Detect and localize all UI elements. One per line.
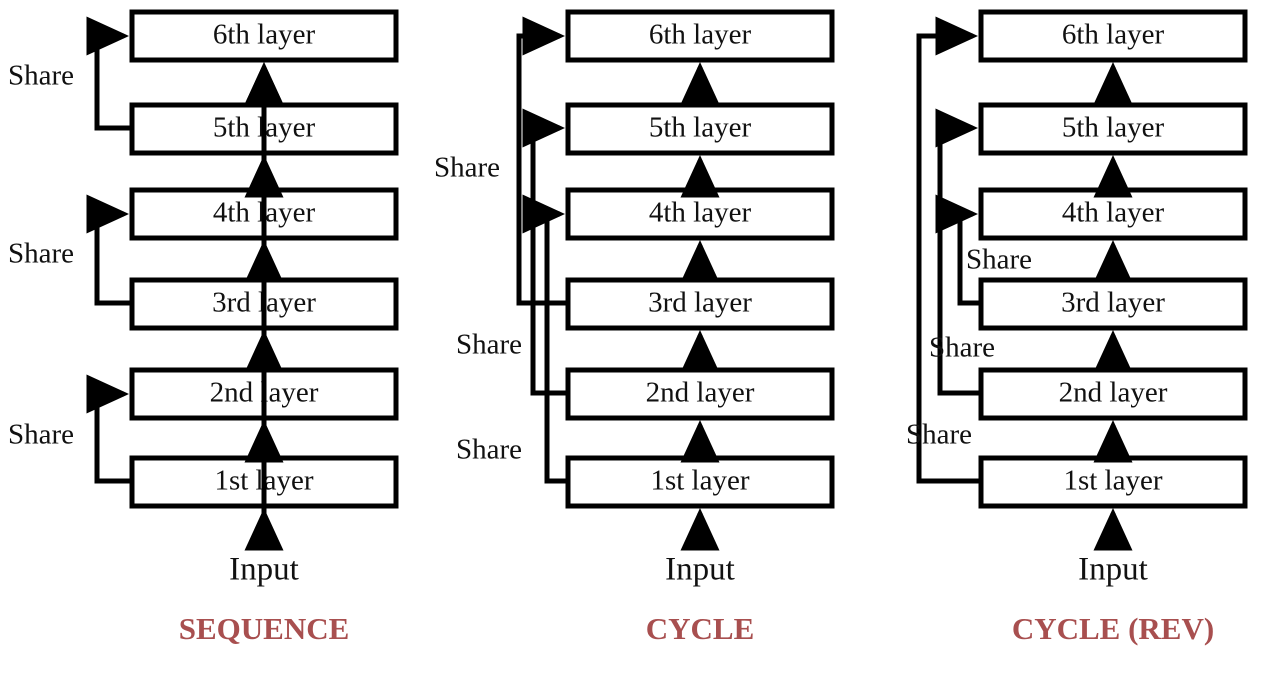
box-2nd-layer[interactable]: 2nd layer [565, 367, 835, 421]
box-label: 4th layer [1062, 197, 1165, 229]
share-connector-1st-to-2nd [86, 374, 132, 484]
sequence-share-connectors [86, 16, 132, 484]
box-label: 1st layer [650, 465, 749, 497]
share-label: Share [456, 434, 522, 466]
box-label: 6th layer [1062, 19, 1165, 51]
input-label: Input [229, 552, 299, 588]
box-label: 1st layer [1063, 465, 1162, 497]
share-connector-1st-to-4th [522, 194, 568, 484]
share-connector-5th-to-6th [86, 16, 132, 131]
box-5th-layer[interactable]: 5th layer [565, 102, 835, 156]
box-4th-layer[interactable]: 4th layer [565, 187, 835, 241]
box-3rd-layer[interactable]: 3rd layer [978, 277, 1248, 331]
share-connector-1st-to-6th [916, 16, 981, 484]
share-label: Share [906, 419, 972, 451]
share-connector-2nd-to-5th [935, 108, 981, 396]
share-connector-3rd-to-6th [516, 16, 568, 306]
box-label: 5th layer [1062, 112, 1165, 144]
box-label: 6th layer [213, 19, 316, 51]
box-1st-layer[interactable]: 1st layer [978, 455, 1248, 509]
box-5th-layer[interactable]: 5th layer [978, 102, 1248, 156]
sequence-share-labels: Share Share Share [8, 60, 74, 451]
share-connector-3rd-to-4th [86, 194, 132, 306]
share-label: Share [966, 244, 1032, 276]
input-label: Input [665, 552, 735, 588]
box-label: 3rd layer [1061, 287, 1165, 319]
share-label: Share [929, 332, 995, 364]
box-label: 2nd layer [1059, 377, 1168, 409]
share-label: Share [8, 238, 74, 270]
box-3rd-layer[interactable]: 3rd layer [565, 277, 835, 331]
box-1st-layer[interactable]: 1st layer [565, 455, 835, 509]
panel-title-sequence: SEQUENCE [179, 611, 350, 646]
panel-title-cycle: CYCLE [646, 611, 755, 646]
share-label: Share [456, 329, 522, 361]
box-label: 5th layer [649, 112, 752, 144]
box-label: 4th layer [649, 197, 752, 229]
panel-title-cycle-rev: CYCLE (REV) [1012, 611, 1214, 646]
share-connector-2nd-to-5th [522, 108, 568, 396]
share-label: Share [434, 152, 500, 184]
input-label: Input [1078, 552, 1148, 588]
share-label: Share [8, 60, 74, 92]
share-connector-3rd-to-4th [935, 194, 981, 306]
box-label: 6th layer [649, 19, 752, 51]
cycle-share-connectors [516, 16, 568, 484]
box-6th-layer[interactable]: 6th layer [978, 9, 1248, 63]
cycle-rev-share-labels: Share Share Share [906, 244, 1032, 451]
cycle-share-labels: Share Share Share [434, 152, 522, 466]
box-4th-layer[interactable]: 4th layer [978, 187, 1248, 241]
share-label: Share [8, 419, 74, 451]
cycle-rev-share-connectors [916, 16, 981, 484]
box-2nd-layer[interactable]: 2nd layer [978, 367, 1248, 421]
box-6th-layer[interactable]: 6th layer [129, 9, 399, 63]
box-label: 2nd layer [646, 377, 755, 409]
box-6th-layer[interactable]: 6th layer [565, 9, 835, 63]
box-label: 3rd layer [648, 287, 752, 319]
